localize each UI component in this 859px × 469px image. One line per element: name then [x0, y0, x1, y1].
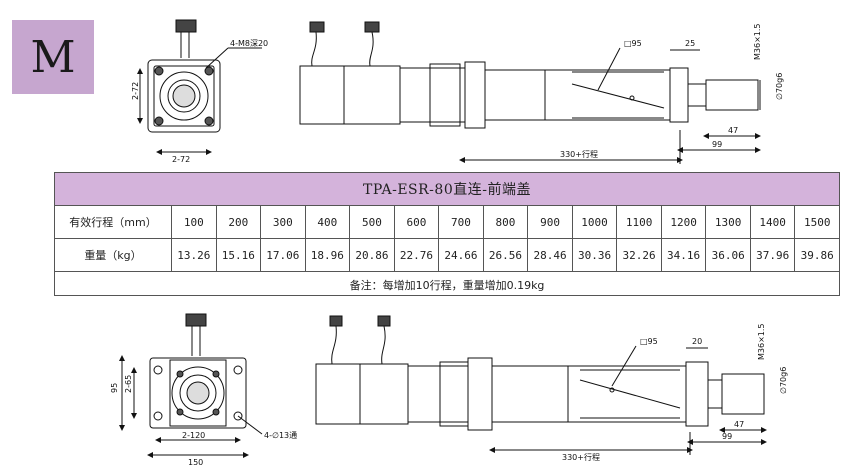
weight-cell: 37.96: [749, 239, 795, 271]
bottom-side-flange-dim: 20: [692, 337, 702, 346]
stroke-cell: 900: [527, 206, 572, 238]
weight-cell: 39.86: [794, 239, 839, 271]
bottom-side-shaft-dia-dim: ∅70g6: [779, 367, 788, 394]
bottom-front-height-outer-dim: 95: [110, 383, 119, 393]
stroke-cell: 500: [349, 206, 394, 238]
stroke-cell: 1200: [660, 206, 706, 238]
stroke-cell: 1400: [749, 206, 795, 238]
top-side-square-dim: □95: [624, 39, 642, 48]
weight-cell: 24.66: [438, 239, 483, 271]
stroke-cell: 1100: [616, 206, 661, 238]
top-side-shaft-len-dim: 47: [728, 126, 738, 135]
weight-cell: 26.56: [482, 239, 528, 271]
bottom-side-view: [315, 315, 767, 455]
bottom-side-stroke-dim: 330+行程: [562, 452, 600, 462]
top-front-holes-dim: 4-M8深20: [230, 39, 268, 48]
top-side-flange-dim: 25: [685, 39, 695, 48]
top-front-view: [137, 19, 262, 155]
bottom-side-shaft-len-dim: 47: [734, 420, 744, 429]
model-badge: M: [12, 20, 94, 94]
top-side-end-len-dim: 99: [712, 140, 722, 149]
top-side-thread-dim: M36×1.5: [753, 23, 762, 60]
weight-cell: 32.26: [616, 239, 661, 271]
top-side-view: [299, 21, 761, 164]
weight-cell: 15.16: [215, 239, 261, 271]
stroke-cell: 1000: [571, 206, 617, 238]
bottom-front-width-inner-dim: 2-120: [182, 431, 205, 440]
top-front-height-dim: 2-72: [131, 82, 140, 100]
bottom-front-view: [119, 313, 263, 458]
weight-cell: 36.06: [705, 239, 750, 271]
weight-cell: 30.36: [571, 239, 617, 271]
stroke-cell: 600: [393, 206, 439, 238]
stroke-cell: 1300: [705, 206, 750, 238]
bottom-side-thread-dim: M36×1.5: [757, 323, 766, 360]
weight-cell: 34.16: [660, 239, 706, 271]
bottom-front-height-inner-dim: 2-65: [124, 375, 133, 393]
stroke-cell: 300: [260, 206, 305, 238]
weight-cell: 20.86: [349, 239, 394, 271]
stroke-cell: 400: [304, 206, 350, 238]
stroke-cell: 800: [482, 206, 528, 238]
spec-table-note: 备注：每增加10行程，重量增加0.19kg: [349, 279, 545, 292]
weight-cell: 13.26: [171, 239, 216, 271]
bottom-front-holes-dim: 4-∅13通: [264, 430, 297, 440]
weight-cell: 22.76: [393, 239, 439, 271]
weight-cell: 17.06: [260, 239, 305, 271]
weight-cell: 28.46: [527, 239, 572, 271]
bottom-side-square-dim: □95: [640, 337, 658, 346]
weight-cell: 18.96: [304, 239, 350, 271]
weight-row-label: 重量（kg）: [84, 249, 142, 262]
stroke-cell: 200: [215, 206, 261, 238]
spec-table-title: TPA-ESR-80直连-前端盖: [55, 173, 839, 206]
stroke-cell: 700: [438, 206, 483, 238]
top-front-width-dim: 2-72: [172, 155, 190, 164]
top-side-shaft-dia-dim: ∅70g6: [775, 73, 784, 100]
stroke-cell: 1500: [794, 206, 839, 238]
bottom-front-width-outer-dim: 150: [188, 458, 203, 467]
bottom-side-end-len-dim: 99: [722, 432, 732, 441]
top-side-stroke-dim: 330+行程: [560, 149, 598, 159]
stroke-row-label: 有效行程（mm）: [69, 216, 157, 229]
stroke-cell: 100: [171, 206, 216, 238]
